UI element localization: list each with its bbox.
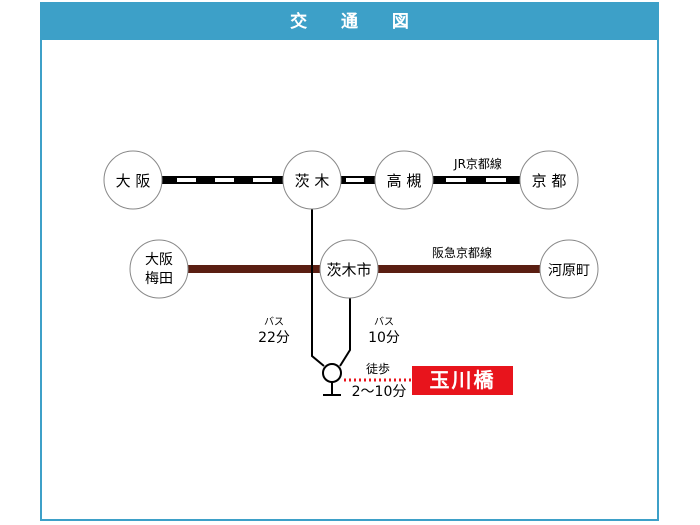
station-osaka-umeda-circle <box>129 239 189 299</box>
station-kyoto-label: 京 都 <box>532 172 567 190</box>
jr-line-segment-ibaraki-takatsuki <box>338 176 378 184</box>
walk-label: 徒歩 <box>366 361 390 376</box>
bus-route-left <box>311 200 325 367</box>
station-osaka-umeda-label-2: 梅田 <box>145 271 173 287</box>
station-osaka-circle <box>103 150 163 210</box>
station-osaka-umeda-label-1: 大阪 <box>145 252 173 268</box>
bus-time-right: 10分 <box>368 330 400 346</box>
station-ibaraki-shi-circle <box>319 239 379 299</box>
bus-route-right <box>339 294 351 367</box>
station-kyoto-circle <box>519 150 579 210</box>
station-takatsuki-label: 高 槻 <box>387 172 422 190</box>
station-kawaramachi-circle <box>539 239 599 299</box>
hankyu-line-label: 阪急京都線 <box>432 245 492 260</box>
page-title: 交 通 図 <box>42 4 657 40</box>
bus-time-left: 22分 <box>258 330 290 346</box>
station-ibaraki-label: 茨 木 <box>295 172 330 190</box>
station-kawaramachi-label: 河原町 <box>548 263 590 279</box>
station-ibaraki-shi-label: 茨木市 <box>326 261 371 279</box>
station-osaka-label: 大 阪 <box>116 172 151 190</box>
bus-label-right: バス <box>374 316 394 328</box>
station-ibaraki-circle <box>282 150 342 210</box>
bus-label-left: バス <box>264 316 284 328</box>
walk-time: 2～10分 <box>352 384 407 400</box>
jr-line-label: JR京都線 <box>453 156 502 171</box>
bus-stop-icon <box>322 363 342 396</box>
jr-line-segment-osaka-ibaraki <box>158 176 288 184</box>
destination-badge: 玉川橋 <box>412 366 513 395</box>
station-takatsuki-circle <box>374 150 434 210</box>
jr-line-segment-takatsuki-kyoto <box>432 176 524 184</box>
